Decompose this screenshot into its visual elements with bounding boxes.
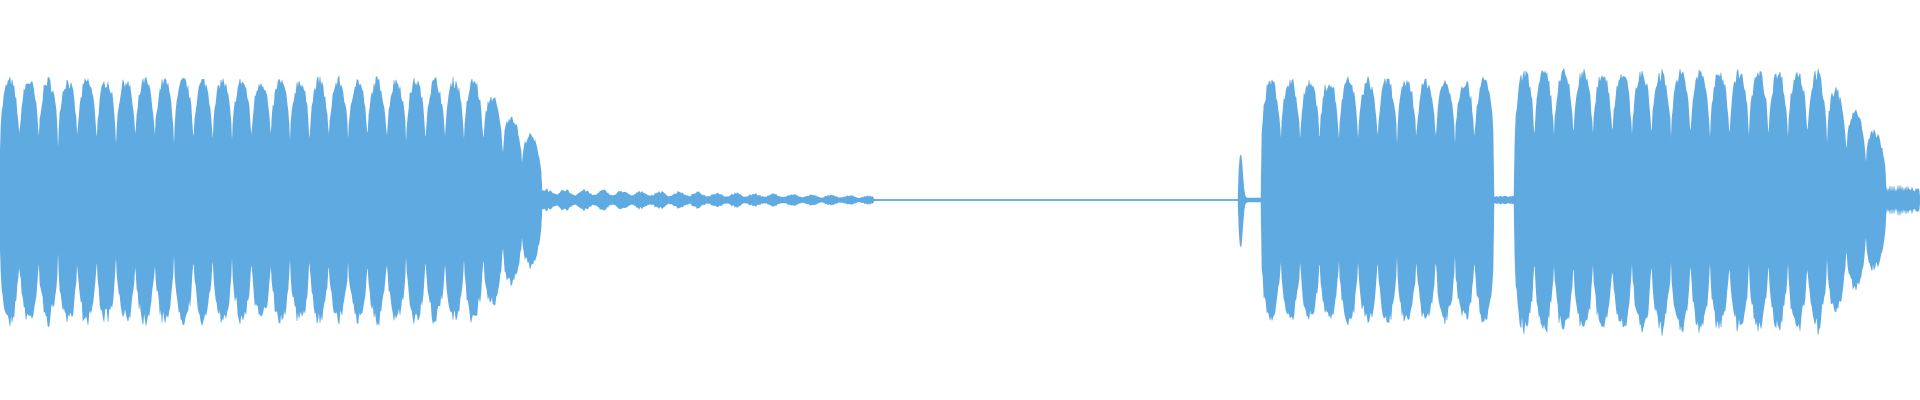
waveform-envelope xyxy=(0,67,1920,336)
